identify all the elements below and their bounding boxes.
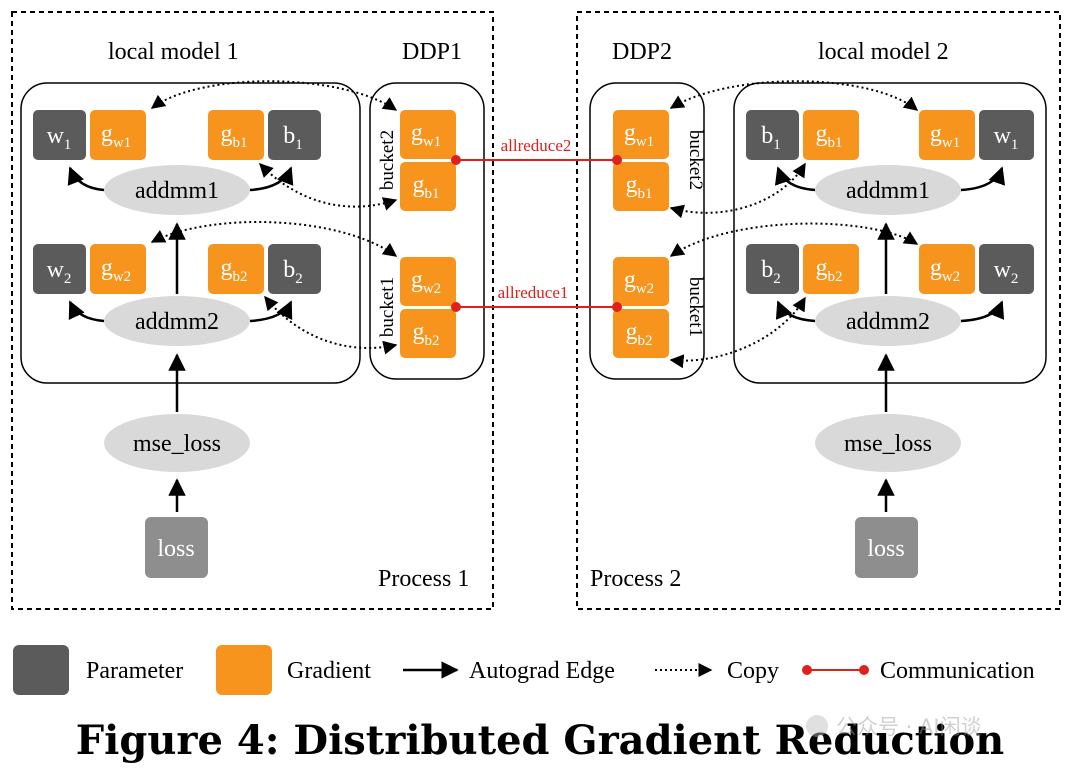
node-mse-loss: mse_loss — [104, 414, 250, 472]
bucket1-label: bucket1 — [377, 277, 398, 337]
svg-text:b1: b1 — [761, 123, 781, 153]
param-w1-p2: w1 — [979, 110, 1034, 160]
legend-gradient-label: Gradient — [287, 658, 371, 684]
svg-text:allreduce2: allreduce2 — [501, 136, 572, 155]
svg-text:gw1: gw1 — [930, 121, 960, 151]
legend-autograd-label: Autograd Edge — [469, 658, 615, 684]
node-addmm2: addmm2 — [104, 296, 250, 346]
node-addmm1-p2: addmm1 — [815, 165, 961, 215]
svg-text:w1: w1 — [47, 123, 72, 153]
legend-comm-label: Communication — [880, 658, 1035, 684]
process-1-label: Process 1 — [378, 566, 469, 592]
param-w1: w1 — [33, 110, 86, 160]
svg-text:gb1: gb1 — [626, 172, 653, 202]
local-model-2-label: local model 2 — [818, 39, 949, 65]
svg-text:w1: w1 — [994, 123, 1019, 153]
ddp1-grad-gb1: gb1 — [400, 162, 456, 211]
node-loss-p2: loss — [855, 517, 918, 578]
process-2: Process 2 local model 2 DDP2 gw1 gb1 gw2… — [576, 11, 1061, 610]
legend-gradient-swatch — [216, 645, 272, 695]
svg-text:gb1: gb1 — [221, 121, 248, 151]
param-w2: w2 — [33, 244, 86, 294]
grad-gb2: gb2 — [208, 244, 264, 294]
svg-text:w2: w2 — [47, 257, 72, 287]
svg-text:b2: b2 — [761, 257, 781, 287]
svg-text:gb1: gb1 — [816, 121, 843, 151]
legend-copy-label: Copy — [727, 658, 779, 684]
grad-gb2-p2: gb2 — [803, 244, 859, 294]
copy-edges-p1 — [150, 80, 398, 355]
grad-gw1-p2: gw1 — [919, 110, 975, 160]
param-w2-p2: w2 — [979, 244, 1034, 294]
copy-edges-p2 — [669, 80, 919, 369]
ddp2-grad-gb1: gb1 — [613, 162, 669, 211]
svg-text:gw2: gw2 — [101, 255, 131, 285]
legend: Parameter Gradient Autograd Edge Copy Co… — [13, 645, 1035, 695]
bucket2-label-p2: bucket2 — [685, 130, 706, 190]
ddp2-grad-gb2: gb2 — [613, 309, 669, 358]
svg-text:gb2: gb2 — [626, 319, 653, 349]
svg-text:addmm2: addmm2 — [135, 309, 219, 335]
svg-text:gw2: gw2 — [624, 267, 654, 297]
grad-gw2: gw2 — [90, 244, 146, 294]
svg-text:gb2: gb2 — [413, 319, 440, 349]
ddp1-grad-gw2: gw2 — [400, 257, 456, 306]
watermark: 公众号 · AI闲谈 — [806, 715, 982, 739]
process-2-label: Process 2 — [590, 566, 681, 592]
ddp2-grad-gw1: gw1 — [613, 110, 669, 159]
svg-text:gb1: gb1 — [413, 172, 440, 202]
node-mse-loss-p2: mse_loss — [815, 414, 961, 472]
grad-gw2-p2: gw2 — [919, 244, 975, 294]
node-addmm1: addmm1 — [104, 165, 250, 215]
param-b1-p2: b1 — [746, 110, 799, 160]
svg-text:gw1: gw1 — [101, 121, 131, 151]
svg-text:loss: loss — [867, 536, 904, 562]
process-1-boundary — [11, 11, 494, 610]
allreduce1-link: allreduce1 — [451, 283, 622, 312]
param-b1: b1 — [268, 110, 321, 160]
legend-parameter-label: Parameter — [86, 658, 183, 684]
svg-text:b2: b2 — [283, 257, 303, 287]
svg-text:gb2: gb2 — [816, 255, 843, 285]
grad-gb1: gb1 — [208, 110, 264, 160]
svg-text:gw1: gw1 — [624, 120, 654, 150]
process-1: Process 1 local model 1 DDP1 w1 gw1 gb1 … — [11, 11, 494, 610]
svg-text:gw2: gw2 — [411, 267, 441, 297]
legend-comm-dot-left — [802, 665, 812, 675]
local-model-1-label: local model 1 — [108, 39, 239, 65]
svg-text:mse_loss: mse_loss — [133, 431, 221, 457]
node-loss: loss — [145, 517, 208, 578]
bucket2-label: bucket2 — [377, 130, 398, 190]
svg-text:loss: loss — [157, 536, 194, 562]
svg-text:mse_loss: mse_loss — [844, 431, 932, 457]
legend-parameter-swatch — [13, 645, 69, 695]
param-b2-p2: b2 — [746, 244, 799, 294]
svg-text:addmm1: addmm1 — [135, 178, 219, 204]
legend-comm-dot-right — [859, 665, 869, 675]
ddp1-label: DDP1 — [402, 39, 462, 65]
svg-text:gw1: gw1 — [411, 120, 441, 150]
svg-text:allreduce1: allreduce1 — [498, 283, 569, 302]
svg-text:addmm1: addmm1 — [846, 178, 930, 204]
ddp2-grad-gw2: gw2 — [613, 257, 669, 306]
ddp1-grad-gw1: gw1 — [400, 110, 456, 159]
figure-caption: Figure 4: Distributed Gradient Reduction — [76, 717, 1004, 764]
svg-text:b1: b1 — [283, 123, 303, 153]
allreduce2-link: allreduce2 — [451, 136, 622, 165]
ddp2-box — [589, 82, 705, 380]
grad-gb1-p2: gb1 — [803, 110, 859, 160]
ddp1-grad-gb2: gb2 — [400, 309, 456, 358]
wechat-icon — [806, 715, 828, 737]
svg-text:gb2: gb2 — [221, 255, 248, 285]
grad-gw1: gw1 — [90, 110, 146, 160]
node-addmm2-p2: addmm2 — [815, 296, 961, 346]
bucket1-label-p2: bucket1 — [685, 277, 706, 337]
svg-text:公众号 · AI闲谈: 公众号 · AI闲谈 — [836, 715, 982, 739]
svg-text:w2: w2 — [994, 257, 1019, 287]
ddp2-label: DDP2 — [612, 39, 672, 65]
svg-text:gw2: gw2 — [930, 255, 960, 285]
param-b2: b2 — [268, 244, 321, 294]
svg-text:addmm2: addmm2 — [846, 309, 930, 335]
